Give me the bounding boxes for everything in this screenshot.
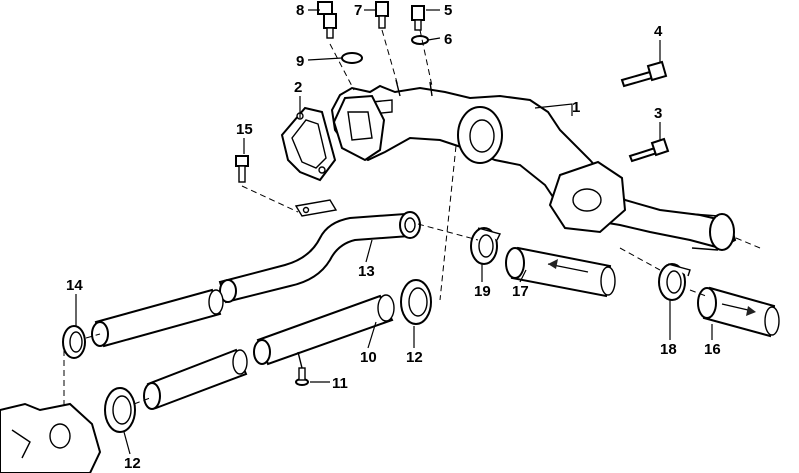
callout-labels: 1 2 3 4 5 6 7 8 9 10 11 12 12 13 14 15 1… — [66, 2, 721, 472]
sensor-7 — [375, 1, 389, 29]
sensor-5 — [411, 5, 425, 31]
plug-11 — [295, 367, 309, 386]
pipe-10 — [253, 294, 395, 369]
washer-9 — [341, 52, 363, 64]
callout-17: 17 — [512, 283, 529, 300]
callout-7: 7 — [354, 2, 362, 19]
callout-12a: 12 — [406, 349, 423, 366]
pipe-13 — [218, 199, 421, 304]
seal-ring-12a — [400, 279, 432, 325]
bolt-4 — [620, 60, 668, 88]
clamp-ring-14 — [62, 325, 86, 359]
hose-lower-left — [143, 348, 248, 410]
callout-12b: 12 — [124, 455, 141, 472]
callout-3: 3 — [654, 105, 662, 122]
engine-block-fragment — [0, 402, 102, 473]
washer-6 — [411, 35, 429, 45]
hose-17 — [505, 246, 616, 298]
callout-11: 11 — [332, 375, 348, 392]
assembly-lines — [63, 29, 761, 410]
bolt-3 — [628, 137, 670, 163]
callout-1: 1 — [572, 99, 580, 116]
callout-8: 8 — [296, 2, 304, 19]
coolant-manifold — [330, 79, 737, 251]
callout-4: 4 — [654, 23, 663, 40]
callout-10: 10 — [360, 349, 377, 366]
callout-18: 18 — [660, 341, 677, 358]
gasket-2 — [280, 106, 337, 182]
sensor-8 — [317, 1, 337, 39]
hose-clamp-19 — [470, 227, 502, 265]
leader-lines — [75, 9, 713, 455]
callout-9: 9 — [296, 53, 304, 70]
callout-15: 15 — [236, 121, 253, 138]
bolt-15 — [235, 155, 249, 183]
hose-clamp-18 — [658, 263, 691, 301]
callout-16: 16 — [704, 341, 721, 358]
callout-6: 6 — [444, 31, 452, 48]
callout-2: 2 — [294, 79, 302, 96]
seal-ring-12b — [104, 387, 136, 433]
callout-19: 19 — [474, 283, 491, 300]
hose-16 — [697, 286, 780, 338]
callout-14: 14 — [66, 277, 83, 294]
hose-14 — [91, 288, 224, 348]
callout-13: 13 — [358, 263, 375, 280]
callout-5: 5 — [444, 2, 452, 19]
